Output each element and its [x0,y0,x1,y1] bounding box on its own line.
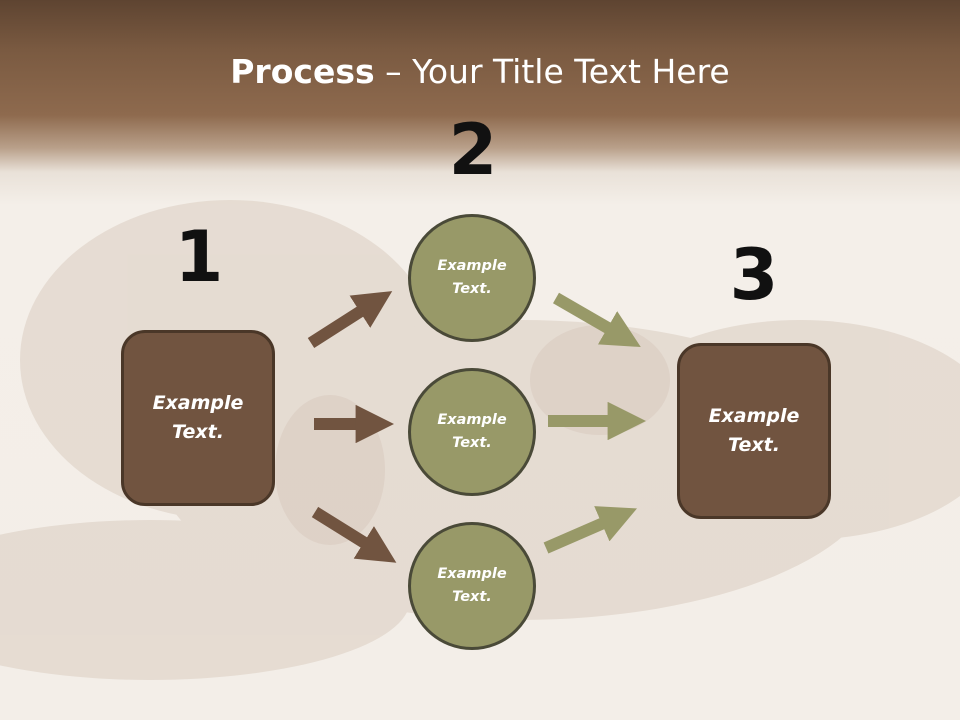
title-bold: Process [230,52,375,91]
step-1-box: Example Text. [121,330,275,506]
step-2-circle-bottom: Example Text. [408,522,536,650]
arrow-bottom-to-3 [543,506,638,554]
step-1-box-line2: Text. [172,421,224,443]
circle-bottom-line2: Text. [452,589,492,605]
step-number-3: 3 [729,234,779,316]
title-rest: – Your Title Text Here [374,52,730,91]
slide-title: Process – Your Title Text Here [0,52,960,91]
circle-middle-line2: Text. [452,435,492,451]
arrow-top-to-3 [552,292,641,348]
circle-bottom-line1: Example [437,566,507,582]
step-2-circle-top: Example Text. [408,214,536,342]
step-1-box-line1: Example [152,392,244,414]
step-3-box-line1: Example [708,405,800,427]
arrow-1-to-top [307,291,393,349]
step-number-2: 2 [448,109,498,191]
step-number-1: 1 [174,216,224,298]
step-3-box: Example Text. [677,343,831,519]
step-3-box-line2: Text. [728,434,780,456]
circle-top-line2: Text. [452,281,492,297]
circle-middle-line1: Example [437,412,507,428]
circle-top-line1: Example [437,258,507,274]
step-2-circle-middle: Example Text. [408,368,536,496]
arrow-1-to-bottom [311,506,397,563]
